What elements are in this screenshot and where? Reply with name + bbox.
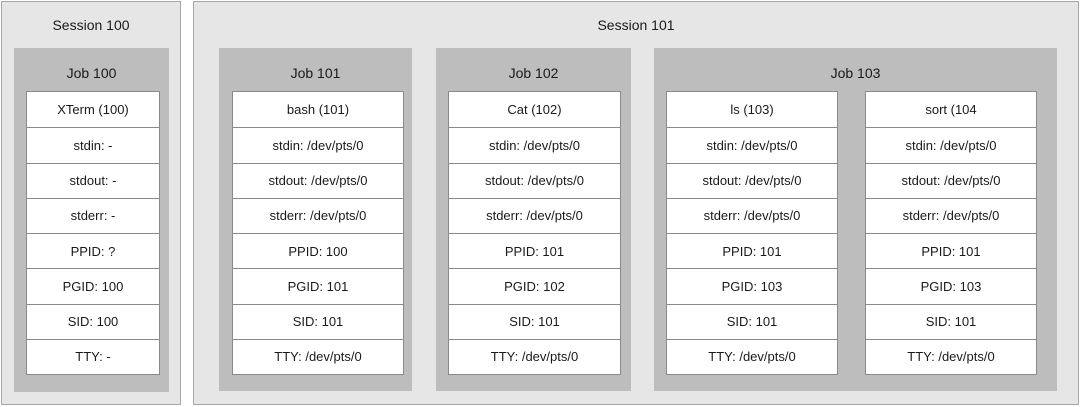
process-sid: SID: 101 xyxy=(667,303,837,339)
process-pgid: PGID: 102 xyxy=(449,268,620,303)
process-stderr: stderr: /dev/pts/0 xyxy=(866,197,1036,233)
process-sid: SID: 101 xyxy=(233,303,403,339)
process-tty: TTY: - xyxy=(27,338,159,374)
process-sort: sort (104 stdin: /dev/pts/0 stdout: /dev… xyxy=(865,91,1037,375)
process-sid: SID: 101 xyxy=(449,303,620,339)
job-title: Job 101 xyxy=(290,65,341,81)
process-stdout: stdout: /dev/pts/0 xyxy=(667,162,837,198)
process-bash: bash (101) stdin: /dev/pts/0 stdout: /de… xyxy=(232,91,404,375)
process-stdin: stdin: - xyxy=(27,127,159,162)
job-title: Job 102 xyxy=(508,65,559,81)
session-title: Session 100 xyxy=(52,17,130,33)
process-stderr: stderr: /dev/pts/0 xyxy=(233,197,403,233)
job-101: Job 101 bash (101) stdin: /dev/pts/0 std… xyxy=(219,48,412,391)
process-cat: Cat (102) stdin: /dev/pts/0 stdout: /dev… xyxy=(448,91,621,375)
process-stdin: stdin: /dev/pts/0 xyxy=(667,127,837,162)
process-stdin: stdin: /dev/pts/0 xyxy=(449,127,620,162)
process-ppid: PPID: ? xyxy=(27,233,159,268)
process-name: sort (104 xyxy=(925,102,977,118)
process-xterm: XTerm (100) stdin: - stdout: - stderr: -… xyxy=(26,91,160,375)
process-tty: TTY: /dev/pts/0 xyxy=(233,338,403,374)
process-stdout: stdout: /dev/pts/0 xyxy=(449,162,620,198)
process-name: ls (103) xyxy=(730,102,774,118)
process-stdout: stdout: - xyxy=(27,162,159,198)
job-title: Job 103 xyxy=(830,65,881,81)
process-tty: TTY: /dev/pts/0 xyxy=(449,338,620,374)
process-stdin: stdin: /dev/pts/0 xyxy=(233,127,403,162)
job-103: Job 103 ls (103) stdin: /dev/pts/0 stdou… xyxy=(654,48,1057,391)
process-ppid: PPID: 100 xyxy=(233,233,403,268)
job-100: Job 100 XTerm (100) stdin: - stdout: - s… xyxy=(14,48,169,392)
process-ls: ls (103) stdin: /dev/pts/0 stdout: /dev/… xyxy=(666,91,838,375)
session-100: Session 100 Job 100 XTerm (100) stdin: -… xyxy=(1,1,181,405)
session-101: Session 101 Job 101 bash (101) stdin: /d… xyxy=(193,1,1079,405)
process-stdin: stdin: /dev/pts/0 xyxy=(866,127,1036,162)
process-pgid: PGID: 103 xyxy=(866,268,1036,303)
process-sid: SID: 100 xyxy=(27,303,159,339)
process-name: bash (101) xyxy=(286,102,350,118)
session-title: Session 101 xyxy=(597,17,675,33)
process-stderr: stderr: /dev/pts/0 xyxy=(449,197,620,233)
process-stderr: stderr: /dev/pts/0 xyxy=(667,197,837,233)
process-name: XTerm (100) xyxy=(57,102,129,118)
process-stderr: stderr: - xyxy=(27,197,159,233)
process-tty: TTY: /dev/pts/0 xyxy=(866,338,1036,374)
process-sid: SID: 101 xyxy=(866,303,1036,339)
process-stdout: stdout: /dev/pts/0 xyxy=(866,162,1036,198)
process-ppid: PPID: 101 xyxy=(866,233,1036,268)
process-name: Cat (102) xyxy=(507,102,562,118)
process-ppid: PPID: 101 xyxy=(449,233,620,268)
process-tty: TTY: /dev/pts/0 xyxy=(667,338,837,374)
job-102: Job 102 Cat (102) stdin: /dev/pts/0 stdo… xyxy=(436,48,631,391)
process-pgid: PGID: 103 xyxy=(667,268,837,303)
job-title: Job 100 xyxy=(66,65,117,81)
process-stdout: stdout: /dev/pts/0 xyxy=(233,162,403,198)
process-pgid: PGID: 101 xyxy=(233,268,403,303)
process-ppid: PPID: 101 xyxy=(667,233,837,268)
process-pgid: PGID: 100 xyxy=(27,268,159,303)
